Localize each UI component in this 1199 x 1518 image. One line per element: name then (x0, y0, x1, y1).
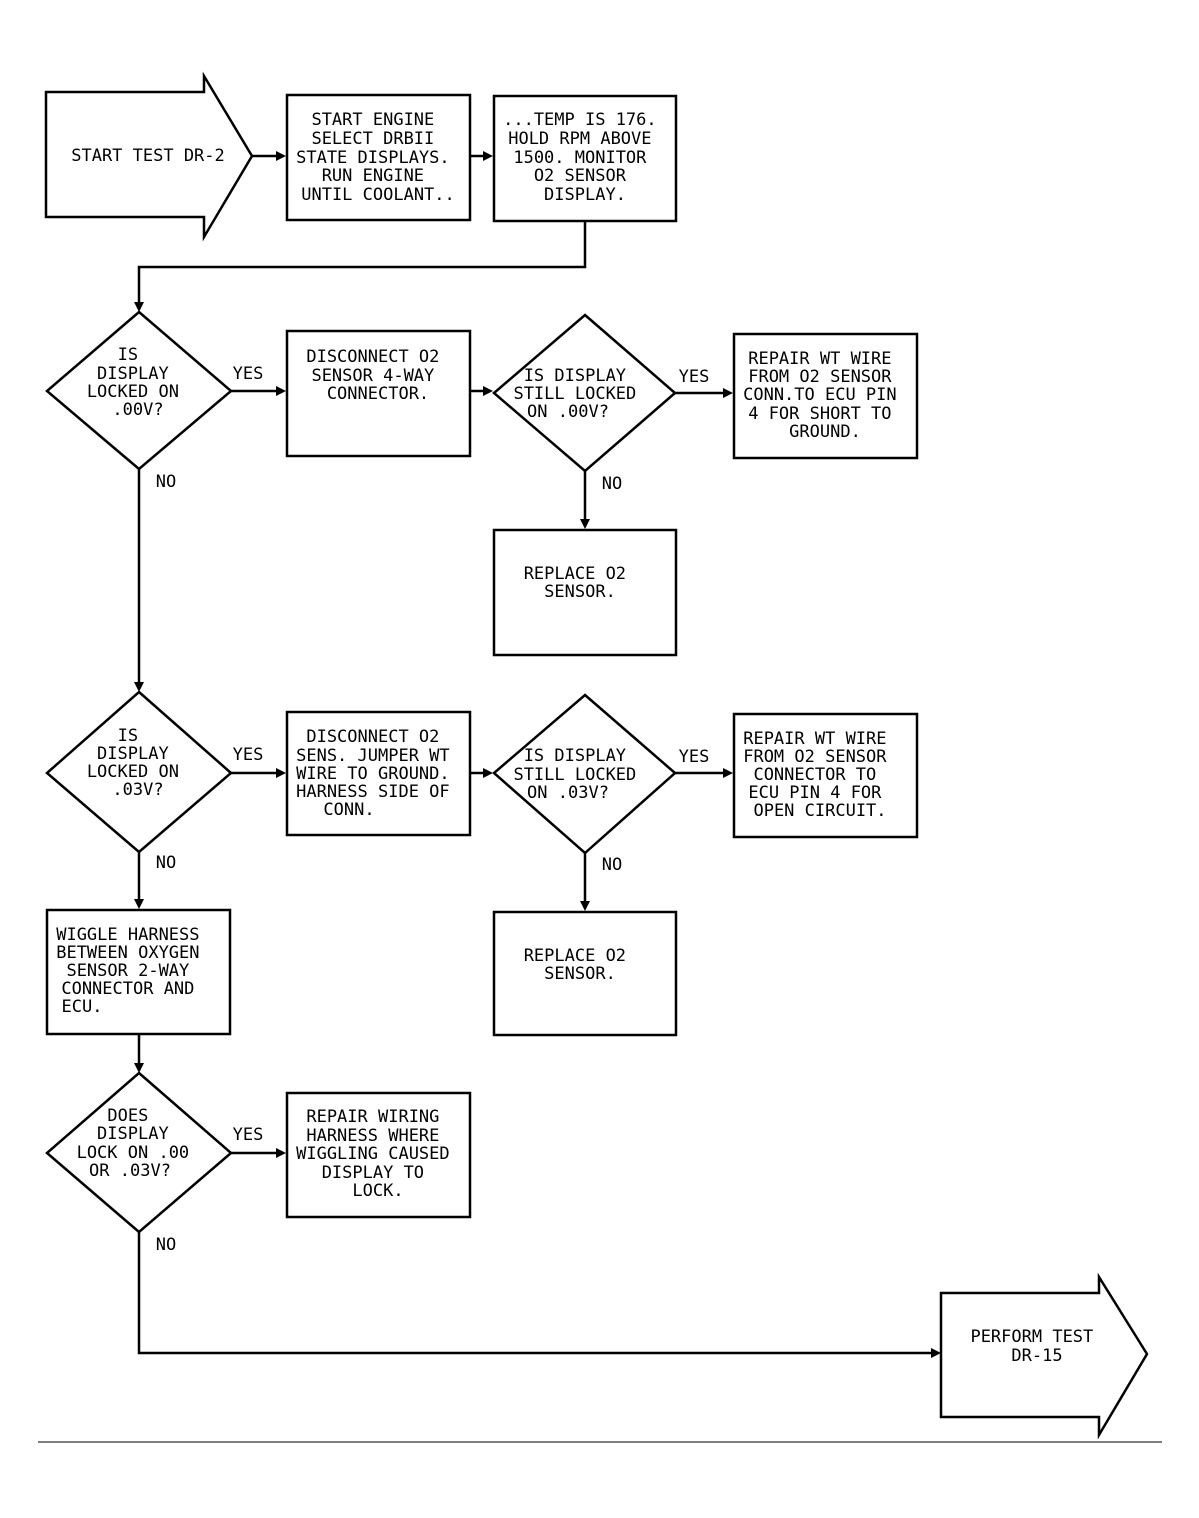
box-wiggle-harness: WIGGLE HARNESS BETWEEN OXYGEN SENSOR 2-W… (45, 908, 232, 1036)
decision-locked-00-text: IS DISPLAY LOCKED ON .00V? (87, 345, 189, 420)
no-label: NO (156, 472, 176, 492)
box-repair-wiring-text: REPAIR WIRING HARNESS WHERE WIGGLING CAU… (296, 1107, 460, 1201)
box-replace-sensor-2-shape (492, 910, 678, 1037)
yes-label: YES (679, 747, 710, 767)
decision-locked-03: IS DISPLAY LOCKED ON .03V? (45, 690, 233, 854)
box-wiggle-harness-shape (45, 908, 232, 1036)
arrowhead (134, 899, 144, 909)
no-label: NO (602, 474, 622, 494)
box-disconnect-4way-text: DISCONNECT O2 SENSOR 4-WAY CONNECTOR. (306, 347, 449, 404)
box-replace-sensor-2-text: REPLACE O2 SENSOR. (524, 946, 637, 984)
arrowhead (134, 302, 144, 312)
yes-label: YES (679, 367, 710, 387)
no-label: NO (156, 1235, 176, 1255)
box-repair-short-shape (732, 332, 919, 460)
decision-locked-03-shape (45, 690, 233, 854)
arrowheads (134, 151, 941, 1358)
box-start-engine-shape (285, 93, 472, 222)
box-wiggle-harness-text: WIGGLE HARNESS BETWEEN OXYGEN SENSOR 2-W… (56, 925, 210, 1017)
yes-label: YES (233, 745, 264, 765)
yes-label: YES (233, 364, 264, 384)
box-start-engine: START ENGINE SELECT DRBII STATE DISPLAYS… (285, 93, 472, 222)
box-replace-sensor-1-text: REPLACE O2 SENSOR. (524, 564, 637, 602)
box-replace-sensor-1: REPLACE O2 SENSOR. (492, 528, 678, 657)
connectors (137, 154, 934, 1355)
arrowhead (723, 388, 733, 398)
connector-no-decision-5-to-end (137, 1232, 934, 1355)
arrowhead (134, 682, 144, 692)
end-arrow: PERFORM TEST DR-15 (939, 1272, 1149, 1440)
arrowhead (580, 519, 590, 529)
arrowhead (931, 1348, 941, 1358)
decision-still-locked-03-shape (492, 693, 677, 855)
arrowhead (276, 386, 286, 396)
start-arrow-text: START TEST DR-2 (71, 146, 225, 166)
decision-lock-either-shape (45, 1071, 233, 1234)
end-arrow-shape (939, 1272, 1149, 1440)
decision-lock-either: DOES DISPLAY LOCK ON .00 OR .03V? (45, 1071, 233, 1234)
arrowhead (580, 901, 590, 911)
arrowhead (276, 768, 286, 778)
arrowhead (483, 386, 493, 396)
box-repair-open-shape (732, 712, 919, 839)
yes-label: YES (233, 1125, 264, 1145)
box-start-engine-text: START ENGINE SELECT DRBII STATE DISPLAYS… (296, 110, 460, 205)
box-disconnect-jumper-shape (285, 710, 472, 837)
no-label: NO (602, 855, 622, 875)
decision-locked-03-text: IS DISPLAY LOCKED ON .03V? (87, 726, 189, 800)
box-temp-hold: ...TEMP IS 176. HOLD RPM ABOVE 1500. MON… (492, 94, 678, 223)
arrowhead (134, 1063, 144, 1073)
arrowhead (723, 768, 733, 778)
arrowhead (276, 151, 286, 161)
branch-labels: YES NO YES NO YES NO YES NO YES NO (156, 364, 710, 1255)
decision-locked-00-shape (45, 310, 233, 471)
decision-still-locked-03-text: IS DISPLAY STILL LOCKED ON .03V? (513, 746, 646, 803)
decision-still-locked-00-shape (492, 313, 677, 473)
start-arrow: START TEST DR-2 (44, 71, 254, 242)
box-disconnect-jumper: DISCONNECT O2 SENS. JUMPER WT WIRE TO GR… (285, 710, 472, 837)
box-disconnect-4way: DISCONNECT O2 SENSOR 4-WAY CONNECTOR. (285, 329, 472, 458)
box-replace-sensor-2: REPLACE O2 SENSOR. (492, 910, 678, 1037)
arrowhead (483, 768, 493, 778)
decision-still-locked-00: IS DISPLAY STILL LOCKED ON .00V? (492, 313, 677, 473)
no-label: NO (156, 853, 176, 873)
connector-temp-to-decision-1 (137, 221, 587, 305)
box-disconnect-jumper-text: DISCONNECT O2 SENS. JUMPER WT WIRE TO GR… (296, 727, 460, 820)
arrowhead (276, 1148, 286, 1158)
box-repair-open: REPAIR WT WIRE FROM O2 SENSOR CONNECTOR … (732, 712, 919, 839)
box-repair-short-text: REPAIR WT WIRE FROM O2 SENSOR CONN.TO EC… (743, 349, 907, 442)
decision-still-locked-03: IS DISPLAY STILL LOCKED ON .03V? (492, 693, 677, 855)
box-replace-sensor-1-shape (492, 528, 678, 657)
box-repair-short: REPAIR WT WIRE FROM O2 SENSOR CONN.TO EC… (732, 332, 919, 460)
box-repair-wiring-shape (285, 1091, 472, 1219)
box-repair-wiring: REPAIR WIRING HARNESS WHERE WIGGLING CAU… (285, 1091, 472, 1219)
decision-still-locked-00-text: IS DISPLAY STILL LOCKED ON .00V? (513, 366, 646, 422)
decision-lock-either-text: DOES DISPLAY LOCK ON .00 OR .03V? (77, 1106, 200, 1181)
box-temp-hold-text: ...TEMP IS 176. HOLD RPM ABOVE 1500. MON… (503, 110, 667, 205)
decision-locked-00: IS DISPLAY LOCKED ON .00V? (45, 310, 233, 471)
box-temp-hold-shape (492, 94, 678, 223)
arrowhead (483, 151, 493, 161)
start-arrow-shape (44, 71, 254, 242)
box-disconnect-4way-shape (285, 329, 472, 458)
box-repair-open-text: REPAIR WT WIRE FROM O2 SENSOR CONNECTOR … (743, 729, 897, 821)
end-arrow-text: PERFORM TEST DR-15 (970, 1327, 1103, 1366)
